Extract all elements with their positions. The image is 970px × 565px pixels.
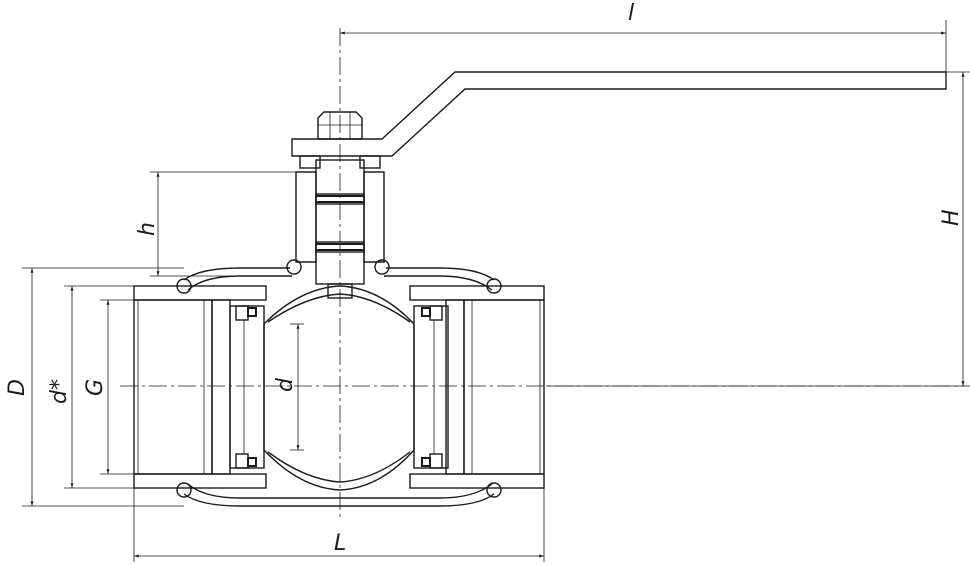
dim-outer-diameter: D (5, 267, 184, 507)
valve-neck (286, 159, 390, 299)
stem-nut (317, 111, 363, 140)
dim-thread-G: G (83, 299, 134, 475)
seat-rings (229, 305, 449, 469)
dim-handle-length: l (340, 1, 947, 72)
dim-neck-height: h (135, 171, 300, 277)
dim-overall-length: L (133, 488, 545, 562)
valve-body-shell (176, 267, 502, 507)
dim-bore-d: d (273, 323, 304, 451)
label-l: l (628, 1, 634, 26)
label-d: d (273, 377, 298, 392)
label-L: L (334, 531, 346, 556)
center-lines (120, 28, 965, 520)
right-end-fitting (409, 285, 545, 489)
dim-overall-height: H (546, 71, 970, 387)
label-d-star: d* (47, 379, 72, 404)
label-H: H (939, 209, 964, 226)
label-h: h (135, 222, 160, 236)
label-G: G (83, 379, 108, 396)
label-D: D (5, 379, 30, 396)
dim-d-star: d* (47, 285, 134, 489)
left-end-fitting (133, 285, 267, 489)
handle-lever (291, 71, 947, 169)
ball (263, 285, 415, 491)
